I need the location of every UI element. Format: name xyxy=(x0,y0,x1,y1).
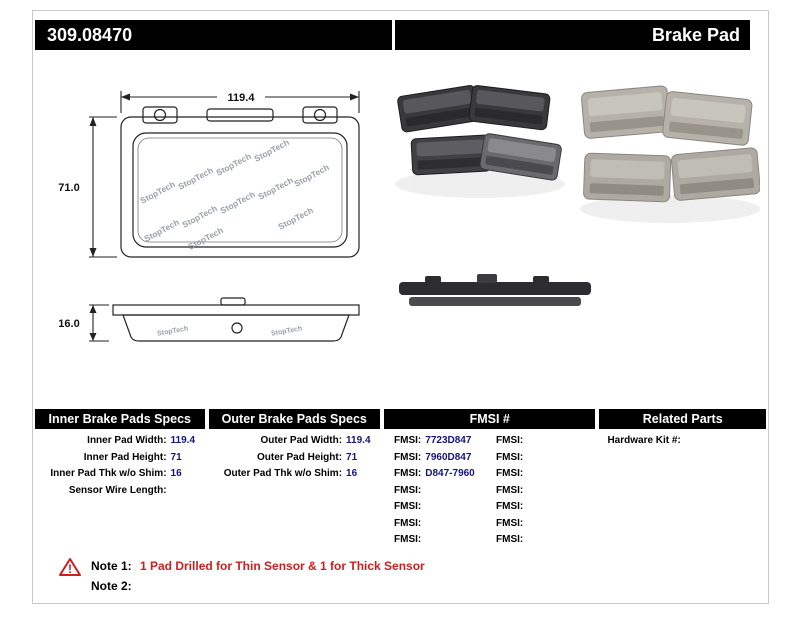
spec-value: 119.4 xyxy=(170,435,196,446)
photo-light-pad-set xyxy=(580,85,760,223)
svg-text:StopTech: StopTech xyxy=(271,325,303,337)
spec-value: 71 xyxy=(170,451,182,463)
outer-specs-header: Outer Brake Pads Specs xyxy=(208,409,381,429)
spec-value: 16 xyxy=(170,468,182,479)
svg-text:!: ! xyxy=(68,562,72,576)
fmsi-label: FMSI: xyxy=(394,501,422,512)
arrow-left-icon xyxy=(121,93,130,101)
fmsi-label: FMSI: xyxy=(496,468,524,479)
dimension-thickness-label: 16.0 xyxy=(58,318,79,330)
fmsi-row: FMSI: FMSI: xyxy=(384,483,595,500)
pad-top-view xyxy=(120,106,360,258)
warning-icon: ! xyxy=(59,558,81,576)
photo-edge-view xyxy=(399,274,591,306)
spec-row: Outer Pad Height: 71 xyxy=(209,450,381,467)
svg-text:StopTech: StopTech xyxy=(157,325,189,337)
spec-value: 119.4 xyxy=(346,435,371,446)
fmsi-label: FMSI: xyxy=(496,501,524,512)
part-number: 309.08470 xyxy=(35,20,392,50)
fmsi-header: FMSI # xyxy=(384,409,596,429)
spec-label: Inner Pad Thk w/o Shim: xyxy=(50,468,167,479)
fmsi-value: 7723D847 xyxy=(425,435,472,446)
fmsi-value: D847-7960 xyxy=(425,468,475,479)
svg-text:StopTech: StopTech xyxy=(256,175,294,202)
arrow-down-icon xyxy=(89,248,97,257)
fmsi-label: FMSI: xyxy=(496,517,524,529)
dim-label-bg xyxy=(217,88,265,105)
fmsi-label: FMSI: xyxy=(496,534,524,545)
fmsi-label: FMSI: xyxy=(394,468,422,479)
svg-text:StopTech: StopTech xyxy=(252,137,290,164)
spec-value: 71 xyxy=(346,451,358,463)
brand-watermarks: StopTech StopTech StopTech StopTech Stop… xyxy=(138,137,330,252)
product-type: Brake Pad xyxy=(395,20,750,50)
brand-watermarks-side: StopTech StopTech xyxy=(157,325,303,337)
spec-label: Hardware Kit #: xyxy=(607,435,681,446)
dimension-width-label: 119.4 xyxy=(228,92,256,104)
fmsi-label: FMSI: xyxy=(394,484,422,496)
fmsi-table: FMSI # FMSI:7723D847 FMSI: FMSI:7960D847… xyxy=(384,409,596,549)
fmsi-row: FMSI:7723D847 FMSI: xyxy=(384,433,595,450)
svg-text:StopTech: StopTech xyxy=(292,162,330,189)
spec-label: Outer Pad Thk w/o Shim: xyxy=(223,468,343,479)
svg-text:StopTech: StopTech xyxy=(180,203,218,230)
spec-row: Sensor Wire Length: xyxy=(35,483,205,500)
arrow-up-icon xyxy=(89,305,97,313)
dimension-height-label: 71.0 xyxy=(58,182,79,194)
technical-drawing: 119.4 StopTech StopTech StopTech StopTec… xyxy=(58,88,360,342)
fmsi-label: FMSI: xyxy=(496,435,524,446)
fmsi-label: FMSI: xyxy=(394,435,422,446)
svg-text:StopTech: StopTech xyxy=(142,217,180,244)
outer-specs-table: Outer Brake Pads Specs Outer Pad Width: … xyxy=(208,409,381,549)
svg-text:StopTech: StopTech xyxy=(276,205,314,232)
inner-specs-table: Inner Brake Pads Specs Inner Pad Width: … xyxy=(35,409,205,549)
arrow-up-icon xyxy=(89,117,97,126)
pad-side-view xyxy=(112,297,360,342)
arrow-right-icon xyxy=(350,93,359,101)
product-photos xyxy=(395,85,760,306)
spec-row: Outer Pad Thk w/o Shim: 16 xyxy=(209,466,381,483)
fmsi-row: FMSI: FMSI: xyxy=(384,516,595,533)
svg-text:StopTech: StopTech xyxy=(218,189,256,216)
fmsi-row: FMSI:7960D847 FMSI: xyxy=(384,450,595,467)
inner-specs-header: Inner Brake Pads Specs xyxy=(35,409,205,429)
spec-label: Outer Pad Width: xyxy=(260,435,343,446)
height-dimension-lines xyxy=(89,116,117,258)
note2-label: Note 2: xyxy=(91,579,132,593)
fmsi-label: FMSI: xyxy=(394,517,422,529)
svg-text:StopTech: StopTech xyxy=(138,179,176,206)
spec-row: Outer Pad Width: 119.4 xyxy=(209,433,381,450)
spec-label: Outer Pad Height: xyxy=(257,451,343,463)
spec-row: Inner Pad Thk w/o Shim: 16 xyxy=(35,466,205,483)
spec-label: Inner Pad Height: xyxy=(83,451,167,463)
note1-text: 1 Pad Drilled for Thin Sensor & 1 for Th… xyxy=(140,559,425,573)
spec-value xyxy=(167,483,205,500)
note1-label: Note 1: xyxy=(91,559,132,573)
fmsi-row: FMSI: FMSI: xyxy=(384,532,595,549)
fmsi-row: FMSI:D847-7960 FMSI: xyxy=(384,466,595,483)
photo-dark-pad-set xyxy=(395,85,565,198)
fmsi-label: FMSI: xyxy=(394,534,422,545)
arrow-down-icon xyxy=(89,333,97,341)
related-parts-table: Related Parts Hardware Kit #: xyxy=(599,409,766,549)
svg-text:StopTech: StopTech xyxy=(176,165,214,192)
spec-tables: Inner Brake Pads Specs Inner Pad Width: … xyxy=(35,409,766,549)
related-parts-header: Related Parts xyxy=(599,409,766,429)
fmsi-value: 7960D847 xyxy=(425,451,472,463)
svg-text:StopTech: StopTech xyxy=(186,225,224,252)
spec-row: Inner Pad Height: 71 xyxy=(35,450,205,467)
spec-label: Sensor Wire Length: xyxy=(68,484,167,496)
svg-text:StopTech: StopTech xyxy=(214,151,252,178)
fmsi-label: FMSI: xyxy=(394,451,422,463)
fmsi-row: FMSI: FMSI: xyxy=(384,499,595,516)
spec-value: 16 xyxy=(346,468,358,479)
spec-sheet: 309.08470 Brake Pad 119.4 StopTech StopT… xyxy=(32,10,769,604)
fmsi-label: FMSI: xyxy=(496,451,524,463)
notes-section: ! Note 1: 1 Pad Drilled for Thin Sensor … xyxy=(33,556,768,602)
title-bar: 309.08470 Brake Pad xyxy=(35,20,750,50)
spec-row: Inner Pad Width: 119.4 xyxy=(35,433,205,450)
fmsi-label: FMSI: xyxy=(496,484,524,496)
spec-row: Hardware Kit #: xyxy=(599,433,766,450)
spec-label: Inner Pad Width: xyxy=(87,435,167,446)
